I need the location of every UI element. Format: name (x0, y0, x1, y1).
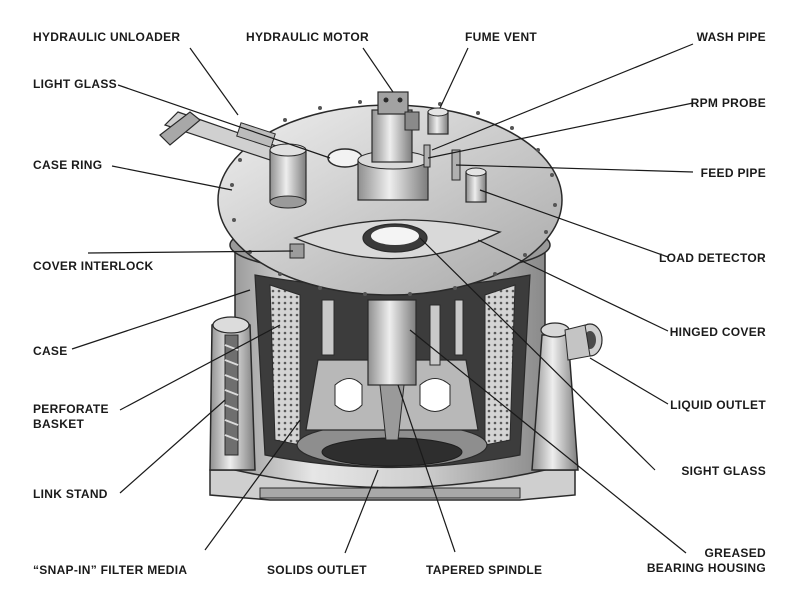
leader-hydraulic-unloader (189, 47, 239, 116)
leader-perforate-basket (119, 324, 281, 411)
leader-link-stand (119, 399, 226, 494)
light-glass (327, 148, 363, 168)
label-fume-vent: FUME VENT (465, 30, 538, 44)
leader-rpm-probe (427, 102, 694, 159)
label-solids-outlet: SOLIDS OUTLET (267, 563, 367, 577)
liquid-outlet-column (531, 322, 603, 471)
label-feed-pipe: FEED PIPE (700, 166, 766, 180)
hydraulic-motor (357, 91, 429, 201)
label-basket-line-2: BASKET (33, 417, 85, 431)
leader-case-ring (111, 165, 233, 191)
label-greased-bearing-housing: GREASED BEARING HOUSING (647, 546, 766, 576)
load-detector (465, 167, 487, 203)
leader-tapered-spindle (397, 384, 456, 553)
leader-hinged-cover (477, 239, 669, 332)
leader-fume-vent (439, 47, 469, 109)
leader-load-detector (479, 189, 669, 258)
leader-light-glass (117, 84, 331, 159)
leader-cover-interlock (87, 250, 294, 254)
label-hydraulic-unloader: HYDRAULIC UNLOADER (33, 30, 181, 44)
leader-case (71, 289, 251, 350)
leader-snap-in-filter-media (204, 419, 301, 551)
label-case-ring: CASE RING (33, 158, 103, 172)
label-perforate-basket: PERFORATE BASKET (33, 402, 109, 432)
link-stand (209, 316, 256, 471)
label-rpm-probe: RPM PROBE (690, 96, 766, 110)
label-hydraulic-motor: HYDRAULIC MOTOR (246, 30, 369, 44)
leader-greased-bearing-housing (409, 329, 687, 554)
leader-feed-pipe (455, 164, 694, 173)
rpm-probe (423, 144, 431, 168)
label-tapered-spindle: TAPERED SPINDLE (426, 563, 543, 577)
leader-lines (71, 43, 694, 554)
label-cover-interlock: COVER INTERLOCK (33, 259, 154, 273)
label-liquid-outlet: LIQUID OUTLET (670, 398, 766, 412)
label-hinged-cover: HINGED COVER (669, 325, 766, 339)
label-load-detector: LOAD DETECTOR (658, 251, 766, 265)
leader-solids-outlet (344, 469, 379, 554)
label-snap-in-filter-media: “SNAP-IN” FILTER MEDIA (33, 563, 188, 577)
leader-liquid-outlet (589, 357, 669, 405)
label-link-stand: LINK STAND (33, 487, 108, 501)
label-greased-line-1: GREASED (704, 546, 766, 560)
centrifuge-case (234, 239, 546, 489)
hydraulic-unloader (159, 111, 307, 209)
label-case: CASE (33, 344, 68, 358)
label-sight-glass: SIGHT GLASS (681, 464, 766, 478)
label-wash-pipe: WASH PIPE (696, 30, 766, 44)
label-light-glass: LIGHT GLASS (33, 77, 117, 91)
leader-wash-pipe (431, 43, 694, 151)
leader-sight-glass (419, 237, 656, 471)
label-bearing-housing-line-2: BEARING HOUSING (646, 561, 766, 575)
leader-hydraulic-motor (362, 47, 394, 93)
label-perforate-line-1: PERFORATE (33, 402, 109, 416)
fume-vent (427, 107, 449, 135)
